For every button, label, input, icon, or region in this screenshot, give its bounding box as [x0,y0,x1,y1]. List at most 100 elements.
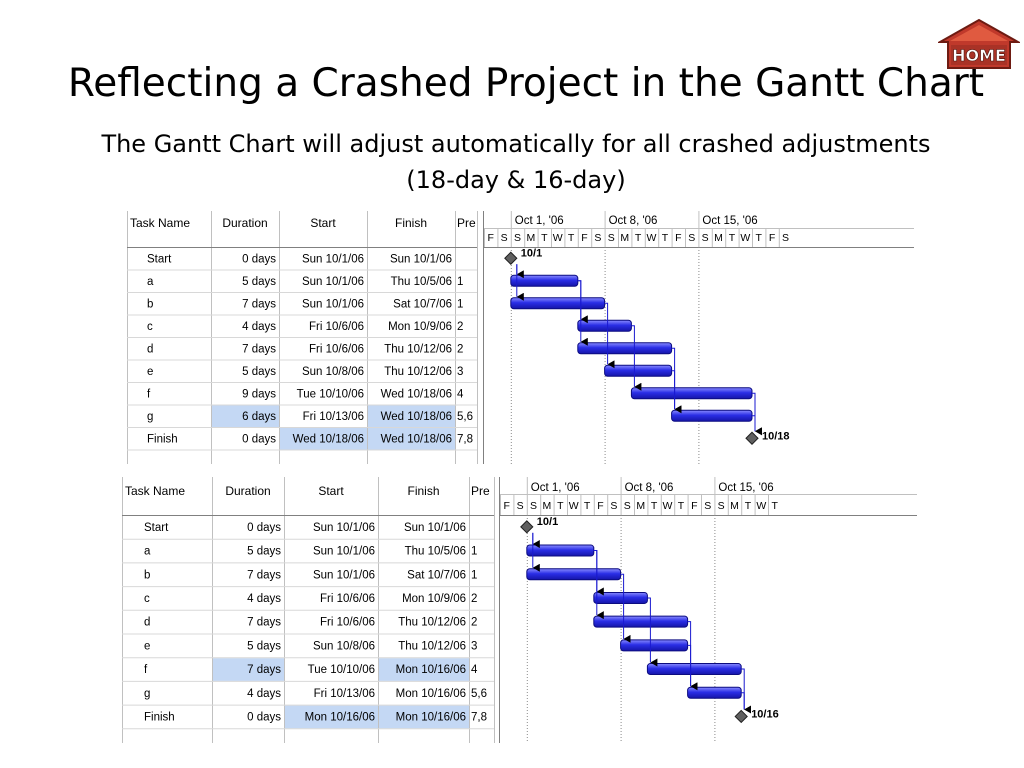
highlight-cell [379,658,469,681]
week-label: Oct 15, '06 [702,215,757,227]
day-letter: S [688,232,695,244]
day-letter: S [514,232,521,244]
finish-cell: Sun 10/1/06 [390,253,452,265]
finish-cell: Mon 10/16/06 [396,664,466,676]
dependency-link [604,302,615,369]
start-cell: Sun 10/1/06 [302,276,364,288]
finish-cell: Wed 10/18/06 [381,411,452,423]
predecessor-cell: 5,6 [471,688,487,700]
day-letter: M [543,500,552,512]
week-label: Oct 15, '06 [718,482,773,494]
column-header-start: Start [318,484,344,498]
task-bar-g [671,409,753,422]
finish-cell: Thu 10/12/06 [384,366,452,378]
dependency-link [647,597,658,667]
home-icon: HOME [936,18,1022,69]
finish-cell: Mon 10/16/06 [396,711,466,723]
week-label: Oct 8, '06 [609,215,658,227]
column-header-finish: Finish [407,484,439,498]
home-label: HOME [952,46,1006,65]
start-cell: Wed 10/18/06 [293,433,364,445]
task-bar-b [526,568,622,581]
day-letter: S [608,232,615,244]
column-header-pre: Pre [471,484,490,498]
milestone-label: 10/16 [751,708,779,720]
day-letter: T [729,232,736,244]
finish-cell: Wed 10/18/06 [381,388,452,400]
start-cell: Fri 10/6/06 [320,593,375,605]
highlight-cell [368,428,455,450]
day-letter: T [635,232,642,244]
day-letter: S [610,500,617,512]
column-header-task-name: Task Name [125,484,185,498]
milestone-finish [745,431,759,445]
milestone-start [520,520,534,534]
predecessor-cell: 3 [471,640,477,652]
duration-cell: 0 days [242,433,276,445]
week-label: Oct 1, '06 [531,482,580,494]
dependency-link [752,415,762,436]
highlight-cell [212,405,279,427]
task-name-cell: b [144,569,150,581]
duration-cell: 5 days [247,640,281,652]
predecessor-cell: 3 [457,366,463,378]
day-letter: S [501,232,508,244]
finish-cell: Sat 10/7/06 [393,298,452,310]
task-bar-f [630,387,753,400]
duration-cell: 7 days [242,343,276,355]
day-letter: T [678,500,685,512]
day-letter: M [730,500,739,512]
slide-subtitle: The Gantt Chart will adjust automaticall… [0,126,1024,198]
finish-cell: Mon 10/16/06 [396,688,466,700]
day-letter: T [541,232,548,244]
highlight-cell [213,658,284,681]
milestone-label: 10/18 [762,430,790,442]
task-bar-e [604,364,673,377]
duration-cell: 7 days [242,298,276,310]
task-name-cell: e [144,640,150,652]
day-letter: M [620,232,629,244]
duration-cell: 9 days [242,388,276,400]
highlight-cell [379,705,469,729]
day-letter: F [675,232,681,244]
column-header-start: Start [310,216,336,230]
day-letter: S [624,500,631,512]
finish-cell: Mon 10/9/06 [402,593,466,605]
finish-cell: Sun 10/1/06 [404,522,466,534]
task-name-cell: c [144,593,150,605]
predecessor-cell: 4 [471,664,478,676]
day-letter: F [691,500,697,512]
task-bar-c [593,591,648,604]
duration-cell: 7 days [247,617,281,629]
finish-cell: Sat 10/7/06 [407,569,466,581]
slide-title: Reflecting a Crashed Project in the Gant… [67,61,985,106]
start-cell: Sun 10/1/06 [313,546,375,558]
day-letter: T [557,500,564,512]
task-bar-b [510,297,606,310]
duration-cell: 7 days [247,569,281,581]
task-bar-g [687,686,742,699]
day-letter: W [663,500,673,512]
task-name-cell: Start [147,253,172,265]
day-letter: W [569,500,579,512]
duration-cell: 5 days [242,276,276,288]
start-cell: Sun 10/1/06 [313,522,375,534]
predecessor-cell: 2 [457,343,463,355]
task-bar-a [526,544,595,557]
dependency-link [577,280,588,346]
home-button[interactable]: HOME [936,18,1022,70]
start-cell: Sun 10/1/06 [313,569,375,581]
task-name-cell: e [147,366,153,378]
milestone-finish [734,709,748,724]
task-name-cell: g [144,688,150,700]
task-bar-c [577,319,632,332]
task-name-cell: f [144,664,148,676]
highlight-cell [285,705,378,729]
start-cell: Sun 10/8/06 [313,640,375,652]
task-bar-e [620,639,689,652]
day-letter: S [594,232,601,244]
day-letter: M [714,232,723,244]
